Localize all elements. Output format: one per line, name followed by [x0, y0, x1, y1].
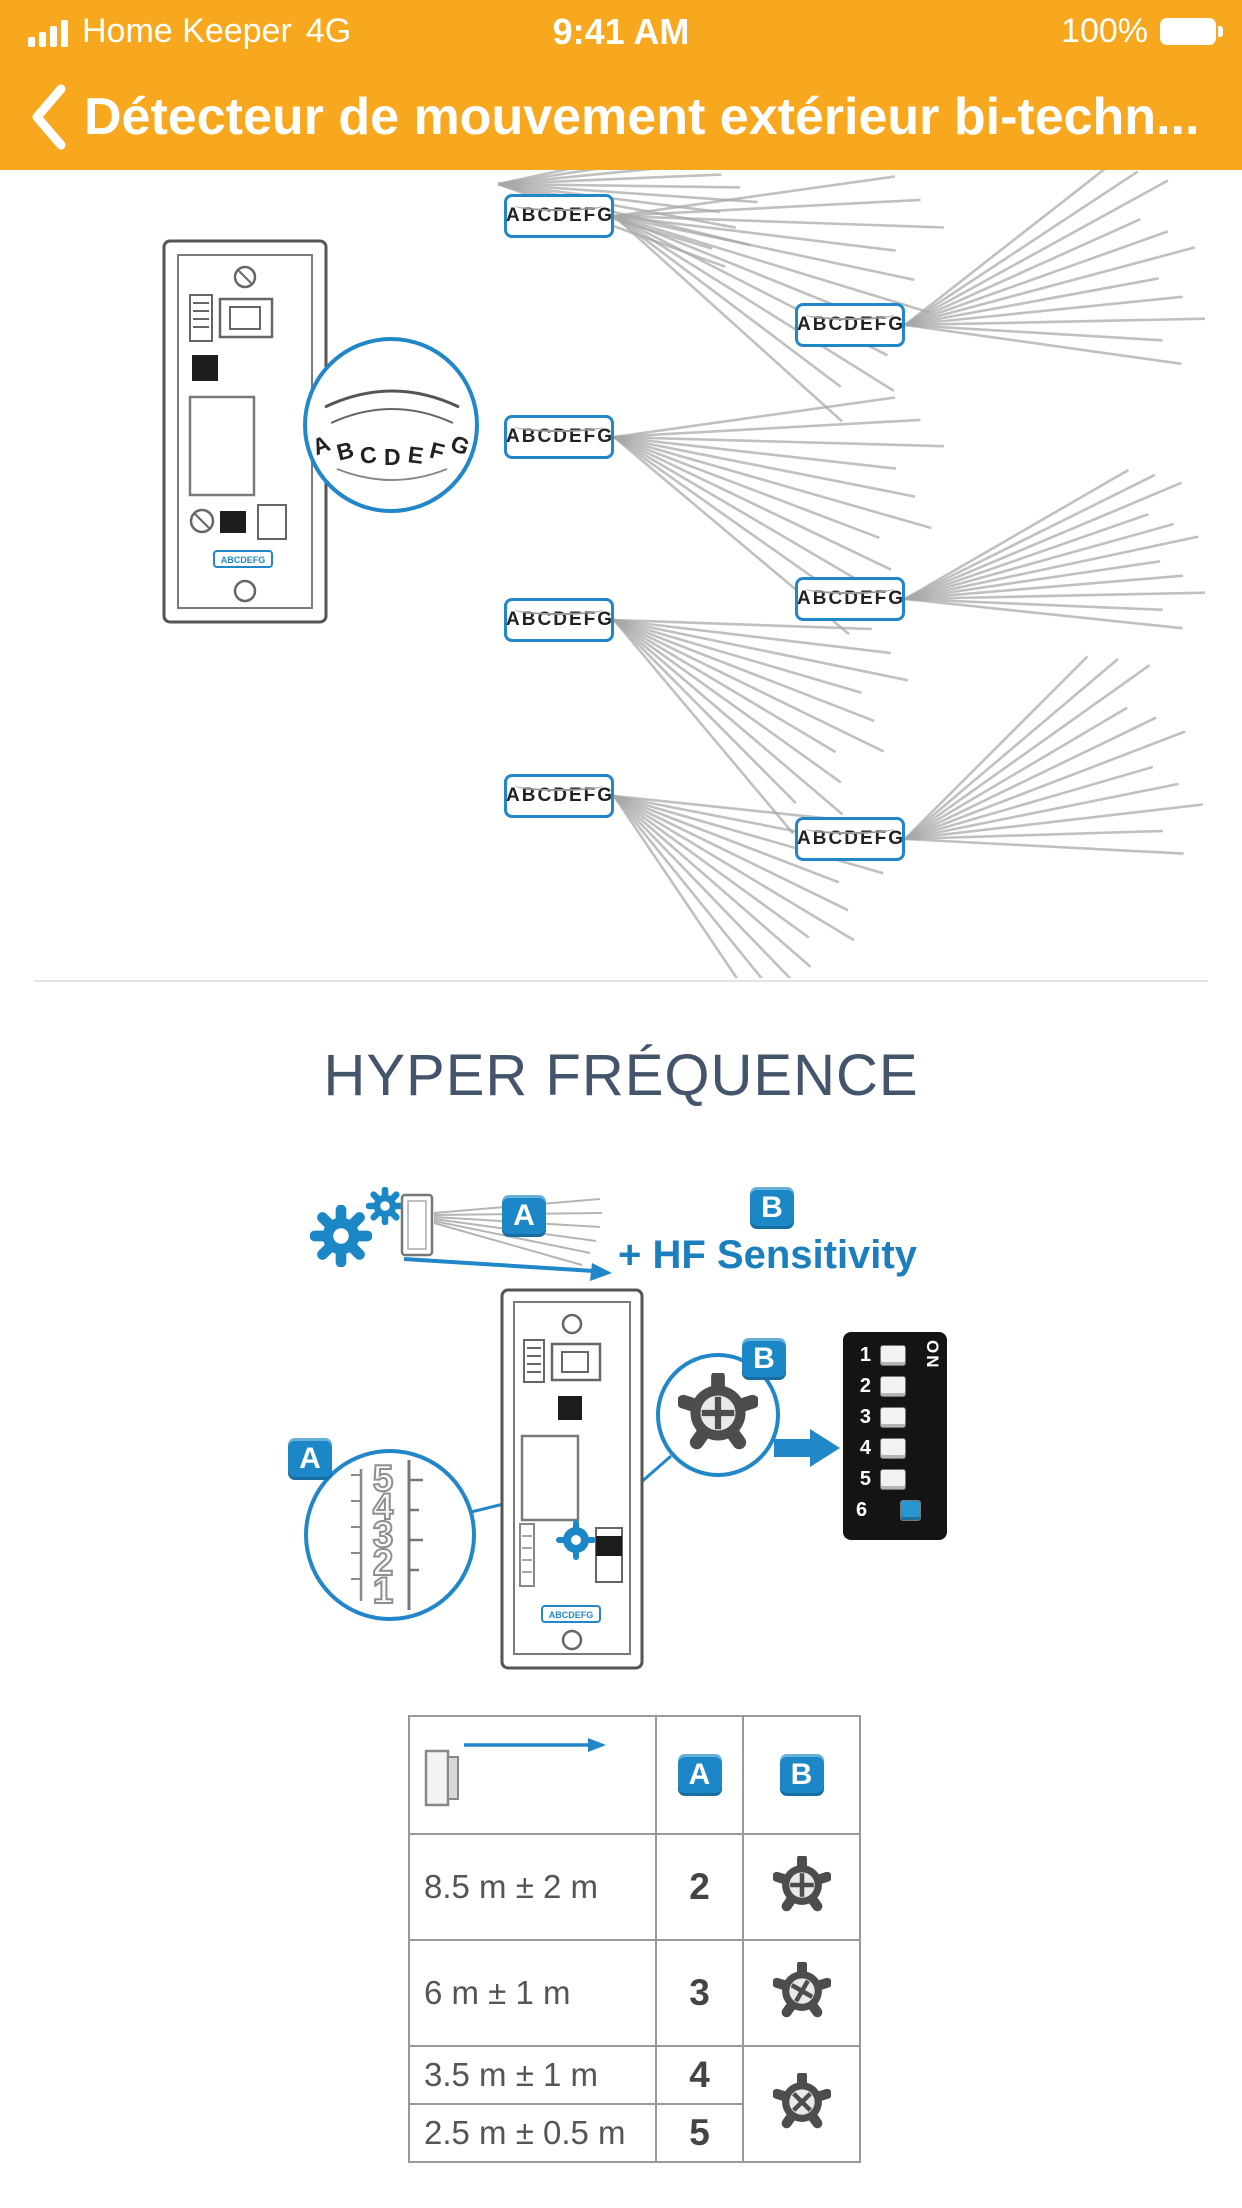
device-diagram: ABCDEFG [500, 1288, 644, 1670]
dip-row: 3 [853, 1402, 921, 1433]
arrow-right-icon [774, 1429, 840, 1467]
range-illustration-cell [408, 1715, 657, 1835]
setting-a-value: 2 [655, 1833, 744, 1941]
column-a-header: A [655, 1715, 744, 1835]
battery-icon [1160, 18, 1223, 45]
page-title: Détecteur de mouvement extérieur bi-tech… [84, 87, 1200, 146]
back-button[interactable] [14, 77, 84, 157]
setting-b-dial [742, 1833, 861, 1941]
badge-a: A [288, 1438, 332, 1480]
signal-bars-icon [28, 17, 68, 47]
setting-a-value: 3 [655, 1939, 744, 2047]
range-value: 3.5 m ± 1 m [408, 2045, 657, 2105]
svg-text:ABCDEFG: ABCDEFG [221, 555, 266, 565]
badge-a: A [677, 1754, 722, 1796]
chevron-left-icon [32, 84, 66, 149]
battery-percentage: 100% [1061, 12, 1148, 50]
dip-row: 6 [853, 1495, 921, 1526]
range-value: 2.5 m ± 0.5 m [408, 2103, 657, 2163]
svg-text:ABCDEFG: ABCDEFG [549, 1610, 594, 1620]
navigation-bar: Détecteur de mouvement extérieur bi-tech… [0, 63, 1242, 170]
shutter-dial-icon [324, 389, 460, 481]
potentiometer-dial-icon [676, 1369, 760, 1458]
gear-icon [365, 1186, 405, 1230]
device-edge-icon [407, 1460, 424, 1610]
badge-b: B [750, 1187, 794, 1229]
dip-row: 1 [853, 1340, 921, 1371]
setting-a-value: 4 [655, 2045, 744, 2105]
setting-a-value: 5 [655, 2103, 744, 2163]
potentiometer-dial-icon [676, 1369, 760, 1449]
hf-potentiometer-icon [556, 1520, 596, 1560]
dip-switch-icon [900, 1500, 921, 1521]
hf-sensitivity: B + HF Sensitivity [618, 1187, 938, 1278]
range-value: 8.5 m ± 2 m [408, 1833, 657, 1941]
gear-icon [309, 1204, 373, 1272]
dip-row: 4 [853, 1433, 921, 1464]
dip-row: 2 [853, 1371, 921, 1402]
dip-switch-icon [880, 1469, 906, 1490]
range-value: 6 m ± 1 m [408, 1939, 657, 2047]
device-diagram: ABCDEFG [162, 239, 328, 624]
badge-a: A [502, 1195, 546, 1237]
dip-row: 5 [853, 1464, 921, 1495]
setting-b-dial [742, 2045, 861, 2163]
potentiometer-dial-icon [771, 1853, 832, 1911]
dip-switch-icon [880, 1438, 906, 1459]
network-label: 4G [305, 12, 352, 50]
mini-device-beams-icon [400, 1193, 612, 1281]
status-bar: Home Keeper 4G 9:41 AM 100% [0, 0, 1242, 63]
carrier-label: Home Keeper [82, 12, 292, 50]
badge-b: B [742, 1338, 786, 1380]
beam-fans-layer [219, 170, 1205, 978]
potentiometer-zoom-callout [656, 1353, 780, 1477]
dip-switch-icon [880, 1345, 906, 1366]
app-header: Home Keeper 4G 9:41 AM 100% Détecteur de… [0, 0, 1242, 170]
hf-sensitivity-label: + HF Sensitivity [618, 1233, 917, 1277]
setting-b-dial [742, 1939, 861, 2047]
section-divider [34, 980, 1208, 982]
section-title: HYPER FRÉQUENCE [323, 1043, 919, 1108]
potentiometer-dial-icon [771, 1959, 832, 2017]
table-header-row: A B [408, 1715, 861, 1835]
ruler-icon [350, 1469, 362, 1601]
dip-switch-icon [880, 1407, 906, 1428]
dip-on-label: ON [923, 1340, 942, 1370]
clock: 9:41 AM [552, 10, 690, 52]
column-b-header: B [742, 1715, 861, 1835]
hf-intro: A B + HF Sensitivity [0, 1185, 1242, 1285]
dip-switch-icon [880, 1376, 906, 1397]
badge-b: B [779, 1754, 824, 1796]
range-arrow-icon [424, 1737, 606, 1806]
potentiometer-dial-icon [771, 2070, 832, 2128]
